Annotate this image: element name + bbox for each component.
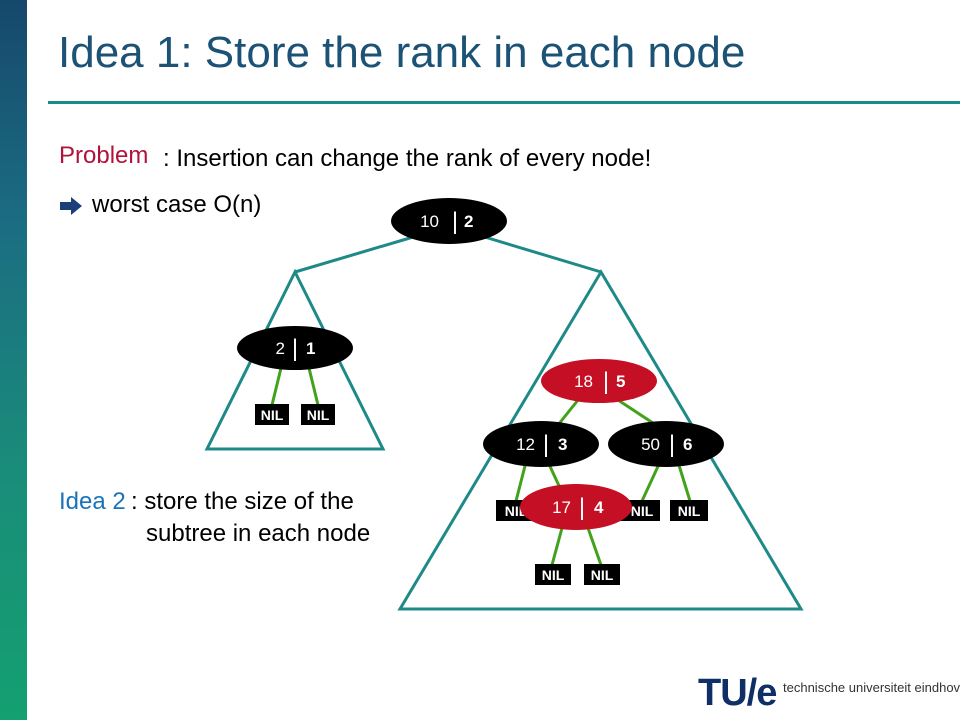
node-rank: 1: [306, 339, 315, 358]
tree-node-50: 50 | 6: [608, 421, 724, 467]
tree-node-12: 12 | 3: [483, 421, 599, 467]
nil-leaf: NIL: [631, 503, 654, 519]
node-separator: |: [543, 431, 549, 458]
nil-leaf: NIL: [542, 567, 565, 583]
right-subtree-triangle: [397, 269, 804, 611]
node-key: 2: [276, 339, 285, 358]
nil-leaf: NIL: [261, 407, 284, 423]
tue-logo: TU/e: [698, 672, 777, 714]
node-separator: |: [669, 431, 675, 458]
node-rank: 3: [558, 435, 567, 454]
tree-node-17: 17 | 4: [520, 484, 632, 530]
node-key: 50: [641, 435, 660, 454]
edge-12-nil-left: [514, 461, 528, 502]
node-rank: 4: [594, 498, 604, 517]
edge-50-nil-right: [676, 461, 692, 502]
nil-leaf: NIL: [307, 407, 330, 423]
edge-50-nil-left: [640, 461, 662, 502]
worst-case-text: worst case O(n): [92, 191, 262, 218]
university-name: technische universiteit eindhoven: [783, 680, 960, 695]
idea2-label: Idea 2: [59, 488, 126, 515]
node-key: 12: [516, 435, 535, 454]
node-key: 17: [552, 498, 571, 517]
tree-node-18: 18 | 5: [541, 359, 657, 403]
node-key: 10: [420, 212, 439, 231]
idea2-text-line1: : store the size of the: [131, 488, 354, 515]
edge-18-12: [556, 399, 580, 426]
node-separator: |: [292, 335, 298, 362]
tree-node-10: 10 | 2: [391, 198, 507, 244]
edge-2-nil-left: [270, 363, 284, 406]
problem-label: Problem: [59, 142, 149, 169]
edge-17-nil-right: [586, 527, 603, 566]
problem-text: : Insertion can change the rank of every…: [163, 145, 652, 172]
node-separator: |: [603, 368, 609, 395]
title-divider: [48, 101, 960, 104]
node-separator: |: [452, 208, 458, 235]
nil-leaf: NIL: [678, 503, 701, 519]
root-right-edge: [477, 233, 602, 274]
edge-17-nil-left: [550, 527, 564, 566]
edge-2-nil-right: [306, 363, 320, 406]
node-rank: 5: [616, 372, 625, 391]
tree-node-2: 2 | 1: [237, 326, 353, 370]
sidebar-gradient-bar: [0, 0, 27, 720]
node-rank: 6: [683, 435, 692, 454]
slide-title: Idea 1: Store the rank in each node: [58, 28, 746, 77]
node-separator: |: [579, 494, 585, 521]
node-key: 18: [574, 372, 593, 391]
root-left-edge: [294, 233, 421, 274]
idea2-text-line2: subtree in each node: [146, 520, 371, 547]
node-rank: 2: [464, 212, 473, 231]
nil-leaf: NIL: [591, 567, 614, 583]
right-arrow-icon: [60, 197, 82, 215]
edge-18-50: [617, 398, 657, 427]
